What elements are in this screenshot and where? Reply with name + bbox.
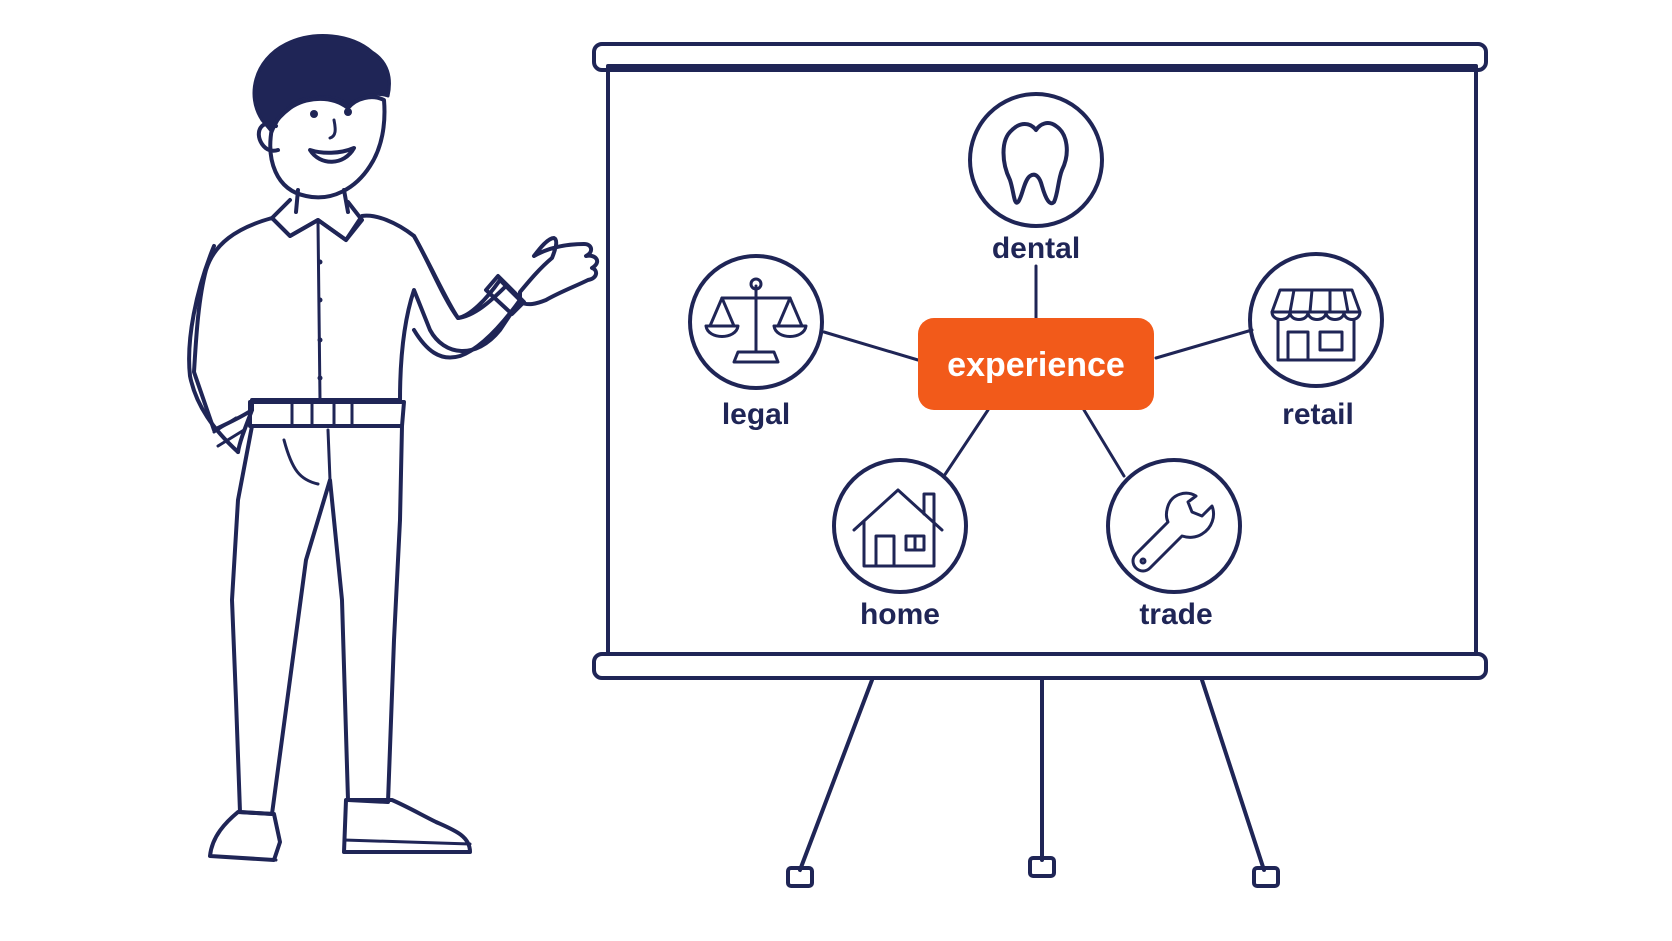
connector-legal	[822, 330, 920, 362]
node-retail-circle	[1248, 252, 1384, 388]
presenter-eye-left	[310, 110, 318, 118]
presenter-neck	[294, 188, 350, 214]
connector-trade	[1082, 408, 1126, 478]
easel-leg-right	[1200, 678, 1266, 872]
board-bottom-bar	[592, 652, 1488, 680]
node-dental-label: dental	[992, 232, 1080, 265]
presenter-belt	[248, 400, 406, 428]
presenter-eye-right	[344, 108, 352, 116]
presentation-board	[592, 42, 1488, 888]
node-home-label: home	[860, 598, 940, 631]
node-trade-circle	[1106, 458, 1242, 594]
connector-home	[942, 408, 990, 478]
presenter-hair	[252, 34, 391, 134]
wrench-icon	[1131, 491, 1216, 573]
storefront-icon	[1270, 288, 1362, 362]
presenter-mouth	[308, 146, 356, 164]
hub-diagram: experience dental legal	[688, 92, 1384, 631]
presenter-head	[268, 95, 387, 200]
node-legal-circle	[688, 254, 824, 390]
scales-icon	[704, 277, 808, 364]
node-home: home	[832, 458, 968, 631]
presenter-shoe-right	[342, 798, 472, 854]
presenter-ear	[256, 121, 280, 153]
node-trade: trade	[1106, 458, 1242, 631]
presenter-shirt	[192, 213, 522, 432]
presenter-nose	[328, 118, 337, 140]
node-retail: retail	[1248, 252, 1384, 431]
easel-leg-left	[798, 678, 874, 872]
presenter-hand	[518, 236, 600, 307]
hub-label: experience	[947, 346, 1125, 384]
node-home-circle	[832, 458, 968, 594]
node-dental: dental	[968, 92, 1104, 265]
presenter-shoe-left	[208, 810, 282, 862]
node-trade-label: trade	[1139, 598, 1212, 631]
easel-foot-left	[786, 866, 814, 888]
easel-foot-center	[1028, 856, 1056, 878]
tooth-icon	[1001, 121, 1069, 206]
node-legal-label: legal	[722, 398, 790, 431]
presenter-placket	[316, 220, 322, 402]
easel-foot-right	[1252, 866, 1280, 888]
hub-box	[918, 318, 1154, 410]
connector-retail	[1154, 328, 1254, 360]
node-retail-label: retail	[1282, 398, 1354, 431]
presenter-figure	[187, 34, 600, 862]
board-top-bar	[592, 42, 1488, 72]
node-legal: legal	[688, 254, 824, 431]
node-dental-circle	[968, 92, 1104, 228]
house-icon	[852, 488, 944, 568]
presenter-right-arm	[412, 234, 522, 360]
